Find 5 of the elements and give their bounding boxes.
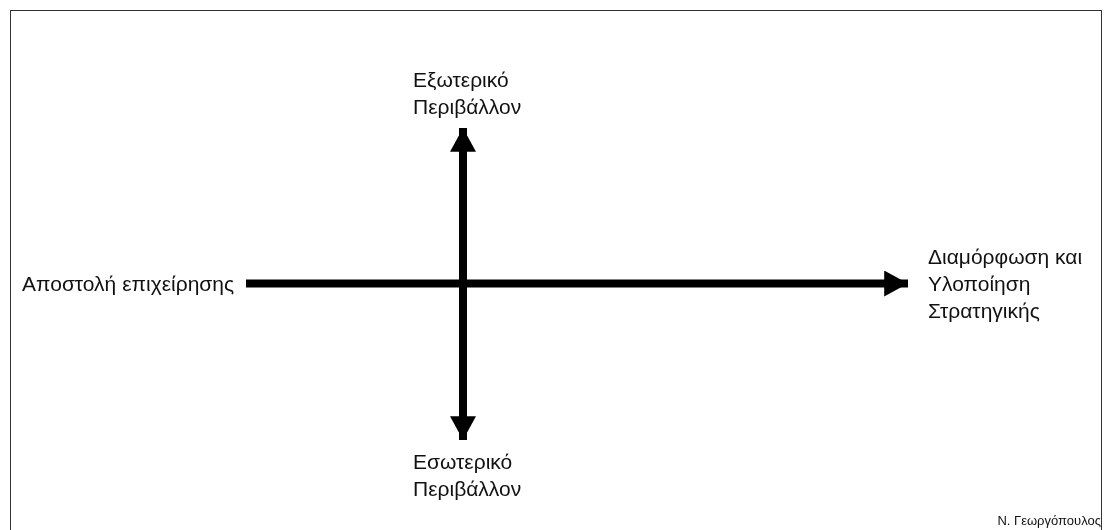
node-label: Αποστολή επιχείρησης: [22, 271, 235, 297]
author-credit: Ν. Γεωργόπουλος: [997, 513, 1101, 528]
node-label: Διαμόρφωση και Υλοποίηση Στρατηγικής: [928, 244, 1084, 324]
node-label: Εσωτερικό Περιβάλλον: [413, 449, 523, 502]
node-label: Εξωτερικό Περιβάλλον: [413, 67, 523, 120]
